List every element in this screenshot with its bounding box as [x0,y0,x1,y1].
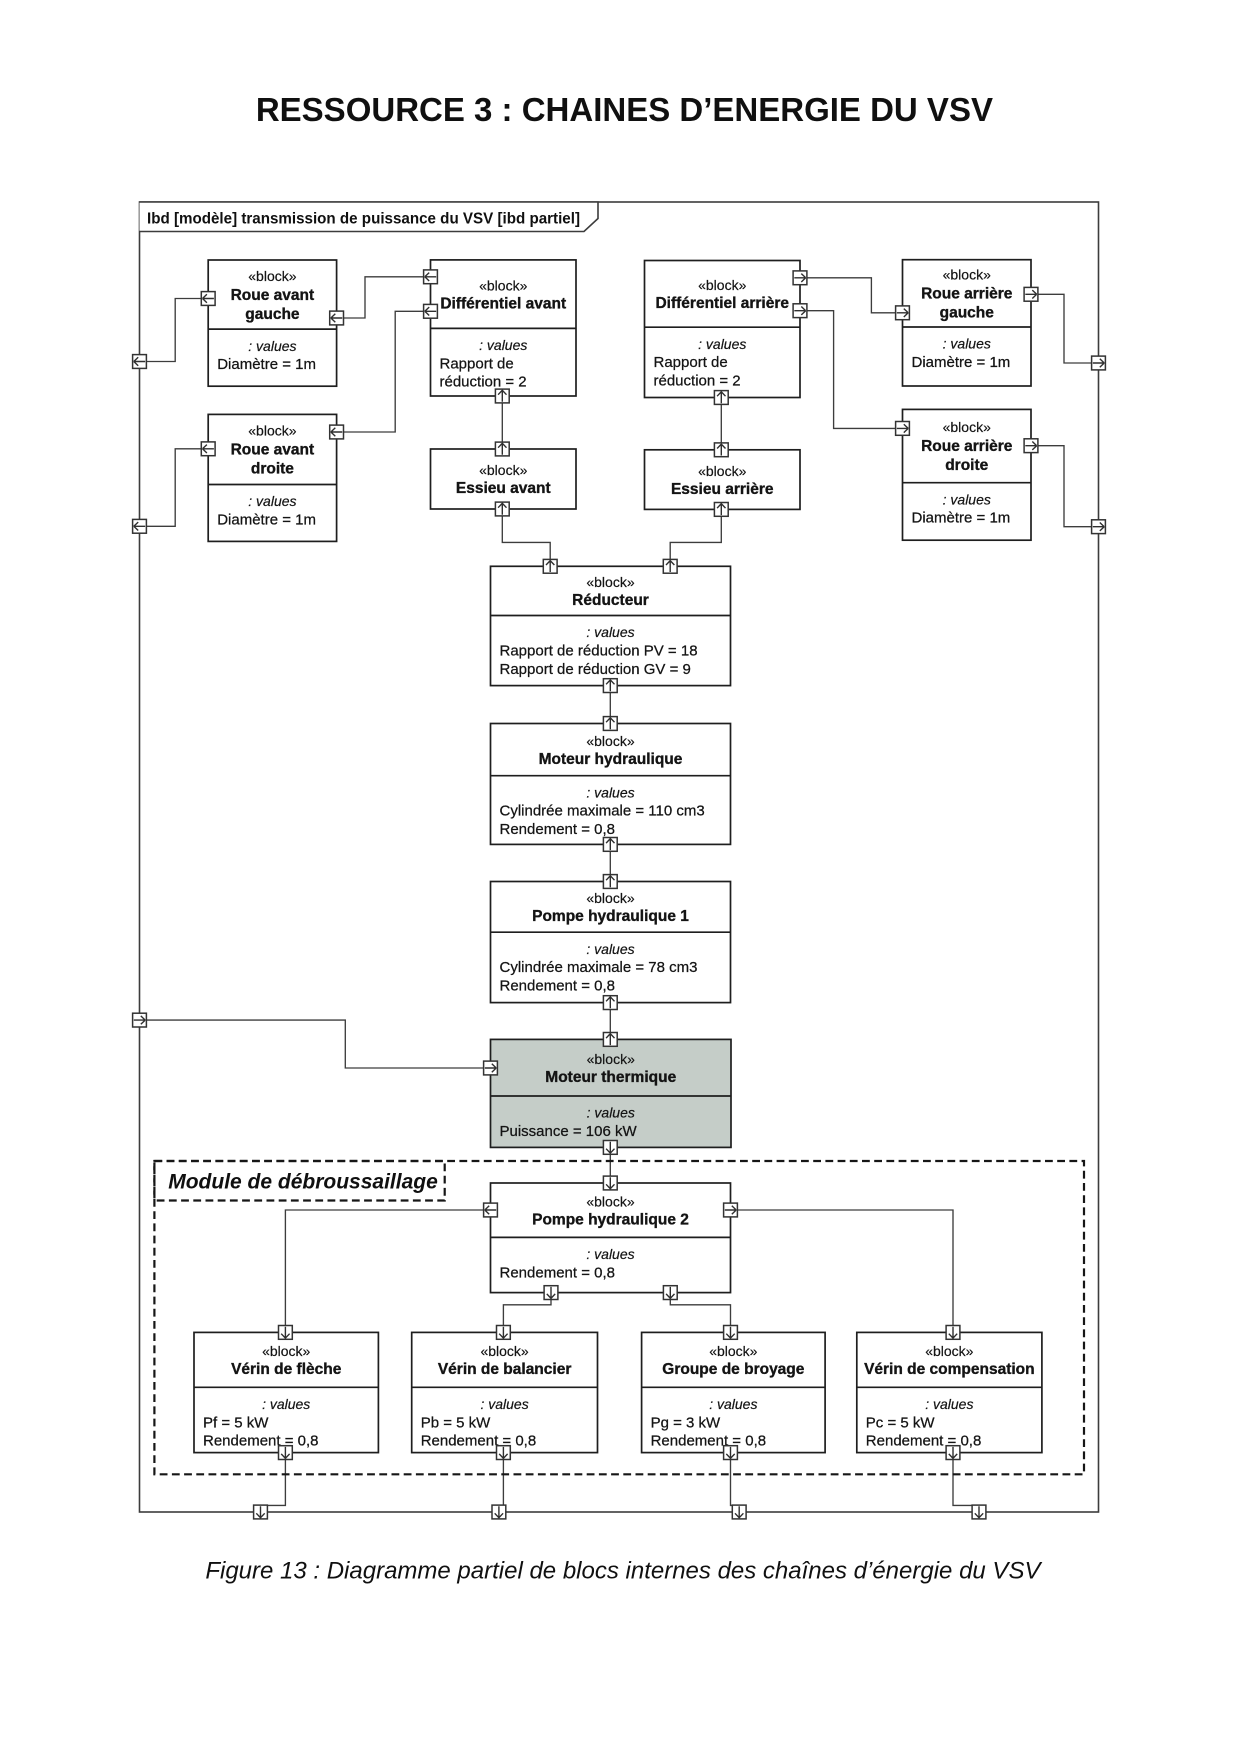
svg-text:«block»: «block» [698,277,746,293]
svg-text:: values: : values [586,941,634,957]
svg-text:Diamètre = 1m: Diamètre = 1m [217,512,316,529]
svg-text:Pompe hydraulique 1: Pompe hydraulique 1 [532,908,689,925]
svg-text:Diamètre = 1m: Diamètre = 1m [217,356,316,373]
svg-text:«block»: «block» [587,1051,635,1067]
svg-text:Différentiel avant: Différentiel avant [440,295,566,312]
svg-text:: values: : values [586,1246,634,1262]
svg-text:«block»: «block» [248,423,296,439]
svg-text:Rapport de: Rapport de [440,355,514,372]
svg-text:Vérin de compensation: Vérin de compensation [864,1361,1035,1378]
svg-text:: values: : values [586,624,634,640]
svg-text:: values: : values [248,493,296,509]
svg-text:«block»: «block» [586,733,634,749]
svg-text:Diamètre = 1m: Diamètre = 1m [912,510,1011,527]
svg-text:Rendement = 0,8: Rendement = 0,8 [866,1433,982,1450]
svg-text:Figure 13 : Diagramme partiel: Figure 13 : Diagramme partiel de blocs i… [205,1558,1042,1585]
svg-text:: values: : values [698,336,746,352]
svg-text:Pc = 5 kW: Pc = 5 kW [866,1414,936,1431]
svg-text:Rendement = 0,8: Rendement = 0,8 [651,1433,767,1450]
svg-text:Groupe de broyage: Groupe de broyage [662,1361,804,1378]
svg-text:: values: : values [248,338,296,354]
svg-text:Ibd [modèle] transmission de p: Ibd [modèle] transmission de puissance d… [147,210,580,227]
svg-text:Essieu avant: Essieu avant [456,480,551,497]
svg-text:«block»: «block» [586,890,634,906]
svg-text:«block»: «block» [698,463,746,479]
svg-text:Vérin de balancier: Vérin de balancier [438,1361,572,1378]
svg-text:«block»: «block» [586,574,634,590]
svg-text:Roue arrière: Roue arrière [921,438,1013,455]
svg-text:: values: : values [943,491,991,507]
svg-text:: values: : values [709,1396,757,1412]
svg-text:«block»: «block» [479,277,527,293]
svg-text:droite: droite [945,457,988,474]
svg-text:réduction = 2: réduction = 2 [654,373,741,390]
svg-text:: values: : values [480,1396,528,1412]
svg-text:: values: : values [943,336,991,352]
svg-text:«block»: «block» [925,1343,973,1359]
svg-text:Essieu arrière: Essieu arrière [671,481,774,498]
svg-text:Pb = 5 kW: Pb = 5 kW [421,1414,491,1431]
svg-text:Puissance = 106 kW: Puissance = 106 kW [500,1123,638,1140]
svg-text:Roue arrière: Roue arrière [921,286,1013,303]
svg-text:Rendement = 0,8: Rendement = 0,8 [421,1433,537,1450]
svg-text:Cylindrée maximale = 78 cm3: Cylindrée maximale = 78 cm3 [500,959,698,976]
svg-text:«block»: «block» [586,1193,634,1209]
svg-text:gauche: gauche [245,306,300,323]
svg-text:Roue avant: Roue avant [231,287,315,304]
svg-text:Rapport de réduction GV = 9: Rapport de réduction GV = 9 [500,661,691,678]
svg-text:réduction = 2: réduction = 2 [440,374,527,391]
svg-text:RESSOURCE 3 : CHAINES D’ENERGI: RESSOURCE 3 : CHAINES D’ENERGIE DU VSV [256,91,993,128]
svg-text:Rapport de: Rapport de [654,354,728,371]
svg-text:: values: : values [262,1396,310,1412]
svg-text:Vérin de flèche: Vérin de flèche [231,1361,342,1378]
svg-text:: values: : values [586,784,634,800]
svg-text:«block»: «block» [480,1343,528,1359]
svg-text:Rendement = 0,8: Rendement = 0,8 [500,1264,616,1281]
svg-text:«block»: «block» [479,462,527,478]
svg-text:Cylindrée maximale = 110 cm3: Cylindrée maximale = 110 cm3 [500,803,705,820]
svg-text:Réducteur: Réducteur [572,592,649,609]
svg-text:Rapport de réduction PV = 18: Rapport de réduction PV = 18 [500,643,698,660]
svg-text:Différentiel arrière: Différentiel arrière [655,295,789,312]
svg-text:Rendement = 0,8: Rendement = 0,8 [203,1433,319,1450]
svg-text:«block»: «block» [248,268,296,284]
svg-text:Moteur hydraulique: Moteur hydraulique [539,751,683,768]
svg-text:Moteur thermique: Moteur thermique [545,1069,676,1086]
svg-text:Pompe hydraulique 2: Pompe hydraulique 2 [532,1211,689,1228]
svg-text:: values: : values [479,337,527,353]
svg-text:Pg = 3 kW: Pg = 3 kW [651,1414,721,1431]
svg-text:«block»: «block» [943,419,991,435]
svg-text:«block»: «block» [943,267,991,283]
svg-text:Roue avant: Roue avant [231,442,315,459]
svg-text:Rendement = 0,8: Rendement = 0,8 [500,978,616,995]
svg-text:Diamètre = 1m: Diamètre = 1m [912,354,1011,371]
svg-text:: values: : values [925,1396,973,1412]
svg-text:«block»: «block» [262,1343,310,1359]
svg-text:gauche: gauche [940,305,995,322]
svg-text:droite: droite [251,461,294,478]
svg-text:Pf = 5 kW: Pf = 5 kW [203,1414,269,1431]
svg-text:Rendement = 0,8: Rendement = 0,8 [500,821,616,838]
svg-text:: values: : values [587,1105,635,1121]
svg-text:«block»: «block» [709,1343,757,1359]
svg-text:Module de débroussaillage: Module de débroussaillage [168,1170,438,1193]
